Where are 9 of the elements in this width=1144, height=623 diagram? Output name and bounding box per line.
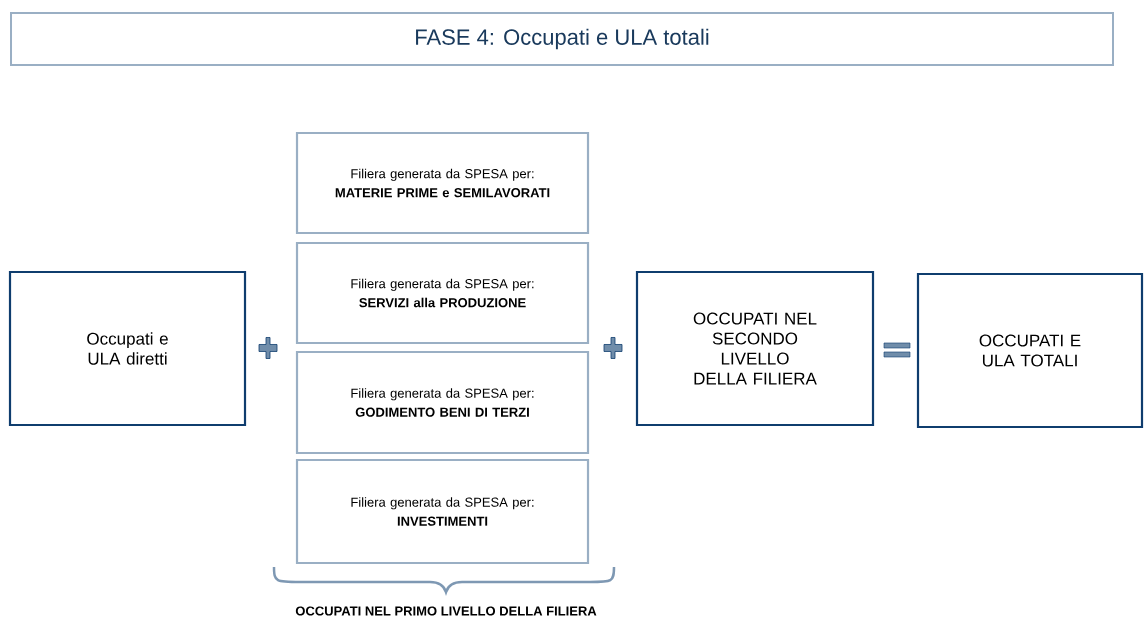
category-box: Filiera generata da SPESA per: MATERIE PRIME e SEMILAVORATI [295, 131, 590, 235]
process-box: OCCUPATI E ULA TOTALI [916, 272, 1144, 429]
category-box: Filiera generata da SPESA per: INVESTIMENTI [295, 458, 590, 565]
category-box: Filiera generata da SPESA per: SERVIZI alla PRODUZIONE [295, 241, 590, 345]
brace-label: OCCUPATI NEL PRIMO LIVELLO DELLA FILIERA [295, 606, 597, 616]
title-box: FASE 4: Occupati e ULA totali [10, 12, 1114, 66]
category-box: Filiera generata da SPESA per: GODIMENTO BENI DI TERZI [295, 350, 590, 455]
process-box: Occupati e ULA diretti [8, 270, 247, 427]
process-box: OCCUPATI NEL SECONDO LIVELLO DELLA FILIERA [635, 270, 875, 427]
